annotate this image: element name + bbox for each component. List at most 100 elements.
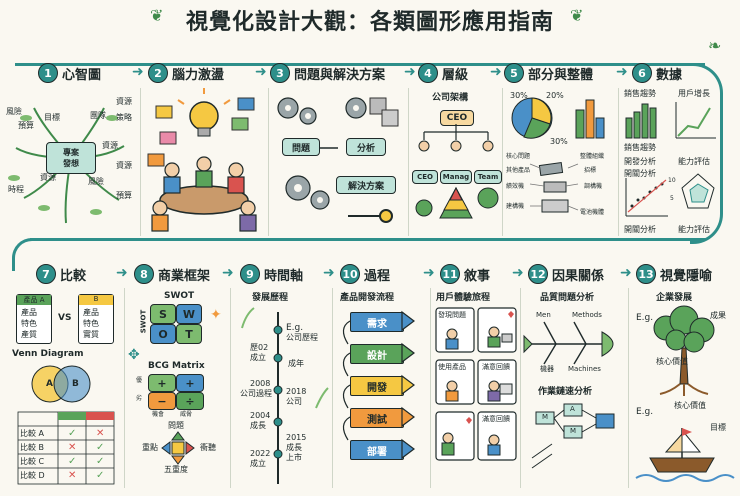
section-label: 時間軸 — [264, 268, 304, 284]
parts-illustration — [511, 97, 605, 213]
mindmap-branch: 時程 — [8, 185, 24, 194]
section-label: 問題與解決方案 — [294, 67, 386, 83]
story-panels — [435, 307, 517, 461]
bcg-title: BCG Matrix — [148, 361, 205, 371]
force-label: 五重度 — [164, 465, 188, 474]
timeline-event: 2018 — [286, 387, 307, 396]
five-forces-icon — [161, 431, 195, 465]
mindmap-center: 專案 發想 — [46, 142, 96, 174]
check-icon: ✓ — [96, 470, 105, 481]
swot-s: S — [150, 304, 176, 324]
arrow-icon: ➜ — [616, 64, 628, 80]
fishbone-and-chain — [523, 321, 615, 469]
mindmap-branch: 資源 — [116, 161, 132, 170]
section-number: 2 — [148, 63, 168, 83]
timeline-event: 歷02 — [250, 343, 269, 352]
leaf-icon: ❦ — [150, 6, 164, 25]
check-icon: ✓ — [96, 456, 105, 467]
story-title: 用戶體驗旅程 — [436, 293, 491, 303]
venn-title: Venn Diagram — [12, 349, 84, 359]
arrow-icon: ➜ — [423, 265, 435, 281]
solution-box: 解決方案 — [336, 176, 396, 194]
check-icon: ✓ — [96, 442, 105, 453]
radar-tick: 5 — [670, 195, 674, 202]
swot-w: W — [176, 304, 202, 324]
venn-and-table — [17, 365, 115, 485]
hierarchy-illustration — [415, 124, 499, 219]
timeline-event: 上市 — [286, 453, 302, 462]
section-label: 比較 — [60, 268, 87, 284]
problem-box: 問題 — [282, 138, 320, 156]
story-step: 滿意回饋 — [482, 415, 510, 423]
data-label: 開發分析 — [624, 157, 656, 166]
compare-row-label: 比較 A — [20, 429, 45, 438]
timeline-event: 成長 — [286, 443, 302, 452]
venn-a: A — [46, 379, 53, 389]
bcg-cell: − — [148, 392, 176, 410]
timeline-event: 2004 — [250, 411, 271, 420]
metaphor-label: 成果 — [710, 311, 726, 320]
force-label: 衝聽 — [200, 443, 216, 452]
section-label: 視覺隱喻 — [660, 268, 713, 284]
arrow-icon: ➜ — [116, 265, 128, 281]
fishbone-label: Machines — [568, 365, 601, 373]
part-label: 電池機體 — [580, 209, 605, 216]
part-label: 建構機 — [506, 203, 525, 210]
parts-panel: 30% 20% 30% 核心問題 其他產品 績效機 建構機 整體組織 招標 調構… — [504, 88, 616, 236]
story-step: 滿意回饋 — [482, 363, 510, 371]
mindmap-branch: 預算 — [116, 191, 132, 200]
arrow-icon: ➜ — [132, 64, 144, 80]
radar-tick: 10 — [668, 177, 676, 184]
chain-title: 作業鏈速分析 — [538, 387, 593, 397]
data-label: 能力評估 — [678, 225, 710, 234]
hierarchy-title: 公司架構 — [432, 93, 469, 103]
arrow-icon: ➜ — [222, 265, 234, 281]
compare-card-b: B 產品 特色 實質 — [78, 294, 114, 344]
business-panel: SWOT S W O T SWOT ✦ ✥ BCG Matrix + + − ÷… — [126, 288, 228, 492]
arrow-icon: ➜ — [512, 265, 524, 281]
bcg-cell: + — [176, 374, 204, 392]
section-label: 心智圖 — [62, 67, 102, 83]
compare-item: 產質 — [21, 330, 37, 339]
timeline-event: 成年 — [288, 359, 304, 368]
data-label: 開關分析 — [624, 169, 656, 178]
section-number: 12 — [528, 264, 548, 284]
cross-icon: ✕ — [68, 470, 77, 481]
process-step: 設計 — [350, 344, 404, 364]
data-panel: 銷售趨勢 用戶增長 銷售趨勢 開發分析 開關分析 能力評估 開關分析 能力評估 … — [620, 88, 722, 236]
mindmap-center-text: 發想 — [63, 159, 79, 168]
section-label: 腦力激盪 — [172, 67, 225, 83]
bcg-label: 威脅 — [180, 411, 193, 418]
section-label: 敘事 — [464, 268, 491, 284]
hierarchy-node: Manag — [440, 170, 472, 184]
compare-card-title: 產品 A — [17, 295, 51, 305]
section-number: 5 — [504, 63, 524, 83]
bcg-label: 機會 — [152, 411, 165, 418]
section-number: 3 — [270, 63, 290, 83]
brainstorm-illustration — [147, 88, 257, 232]
gears-illustration — [277, 97, 399, 223]
data-label: 用戶增長 — [678, 89, 710, 98]
compare-item: 特色 — [21, 319, 37, 328]
timeline-event: E.g. — [286, 323, 304, 333]
arrow-icon: ➜ — [255, 64, 267, 80]
section-label: 過程 — [364, 268, 391, 284]
process-arrows — [342, 310, 415, 460]
timeline-panel: 發展歷程 E.g. 公司歷程 歷02 成立 成年 2008 公司過程 2018 … — [232, 288, 330, 492]
check-icon: ✓ — [68, 456, 77, 467]
section-number: 8 — [134, 264, 154, 284]
timeline-event: 公司過程 — [240, 389, 272, 398]
bcg-side: 劣 — [136, 395, 143, 402]
timeline-event: 公司 — [286, 397, 302, 406]
leaf-icon: ❧ — [708, 36, 722, 55]
force-label: 重點 — [142, 443, 158, 452]
metaphor-title: 企業發展 — [656, 293, 693, 303]
data-label: 開關分析 — [624, 225, 656, 234]
compare-panel: 產品 A 產品 特色 產質 VS B 產品 特色 實質 Venn Diagram… — [4, 288, 122, 492]
flow-line-top — [15, 63, 705, 66]
timeline-axis — [241, 307, 329, 484]
